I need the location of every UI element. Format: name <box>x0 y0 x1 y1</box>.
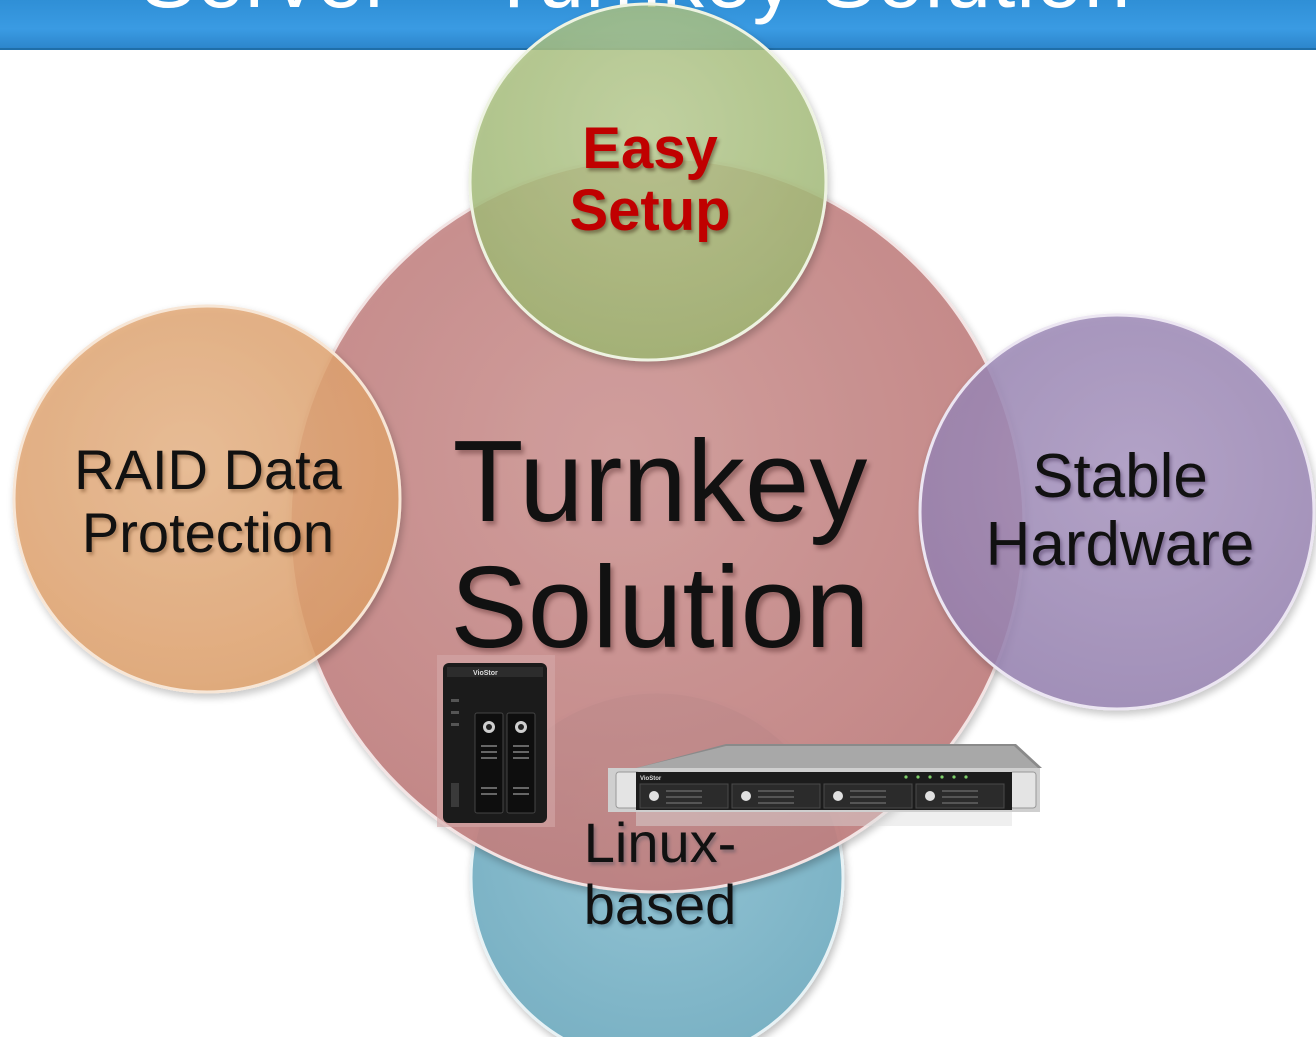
label-linux-line-2: based <box>583 873 737 936</box>
label-raid-data-protection: RAID Data Protection <box>30 438 386 564</box>
svg-text:VioStor: VioStor <box>473 670 498 677</box>
circle-stable-hardware <box>918 313 1316 711</box>
label-stable-line-1: Stable <box>1032 442 1208 511</box>
label-stable-hardware: Stable Hardware <box>950 443 1290 579</box>
label-turnkey-solution: Turnkey Solution <box>400 418 920 670</box>
circle-easy-setup <box>468 2 828 362</box>
svg-text:VioStor: VioStor <box>640 776 662 782</box>
label-easy-setup-line-1: Easy <box>582 116 718 181</box>
label-raid-line-2: Protection <box>81 501 335 564</box>
nas-tower-device-icon: VioStor <box>437 655 555 827</box>
rackmount-server-icon: VioStor <box>608 744 1042 826</box>
label-easy-setup: Easy Setup <box>520 118 780 242</box>
label-raid-line-1: RAID Data <box>74 438 342 501</box>
label-easy-setup-line-2: Setup <box>569 178 731 243</box>
circle-raid-data-protection <box>12 304 402 694</box>
label-linux-line-1: Linux- <box>583 811 737 874</box>
label-center-line-1: Turnkey <box>452 416 868 546</box>
label-linux-based: Linux- based <box>540 812 780 936</box>
label-center-line-2: Solution <box>450 542 870 672</box>
label-stable-line-2: Hardware <box>985 510 1255 579</box>
